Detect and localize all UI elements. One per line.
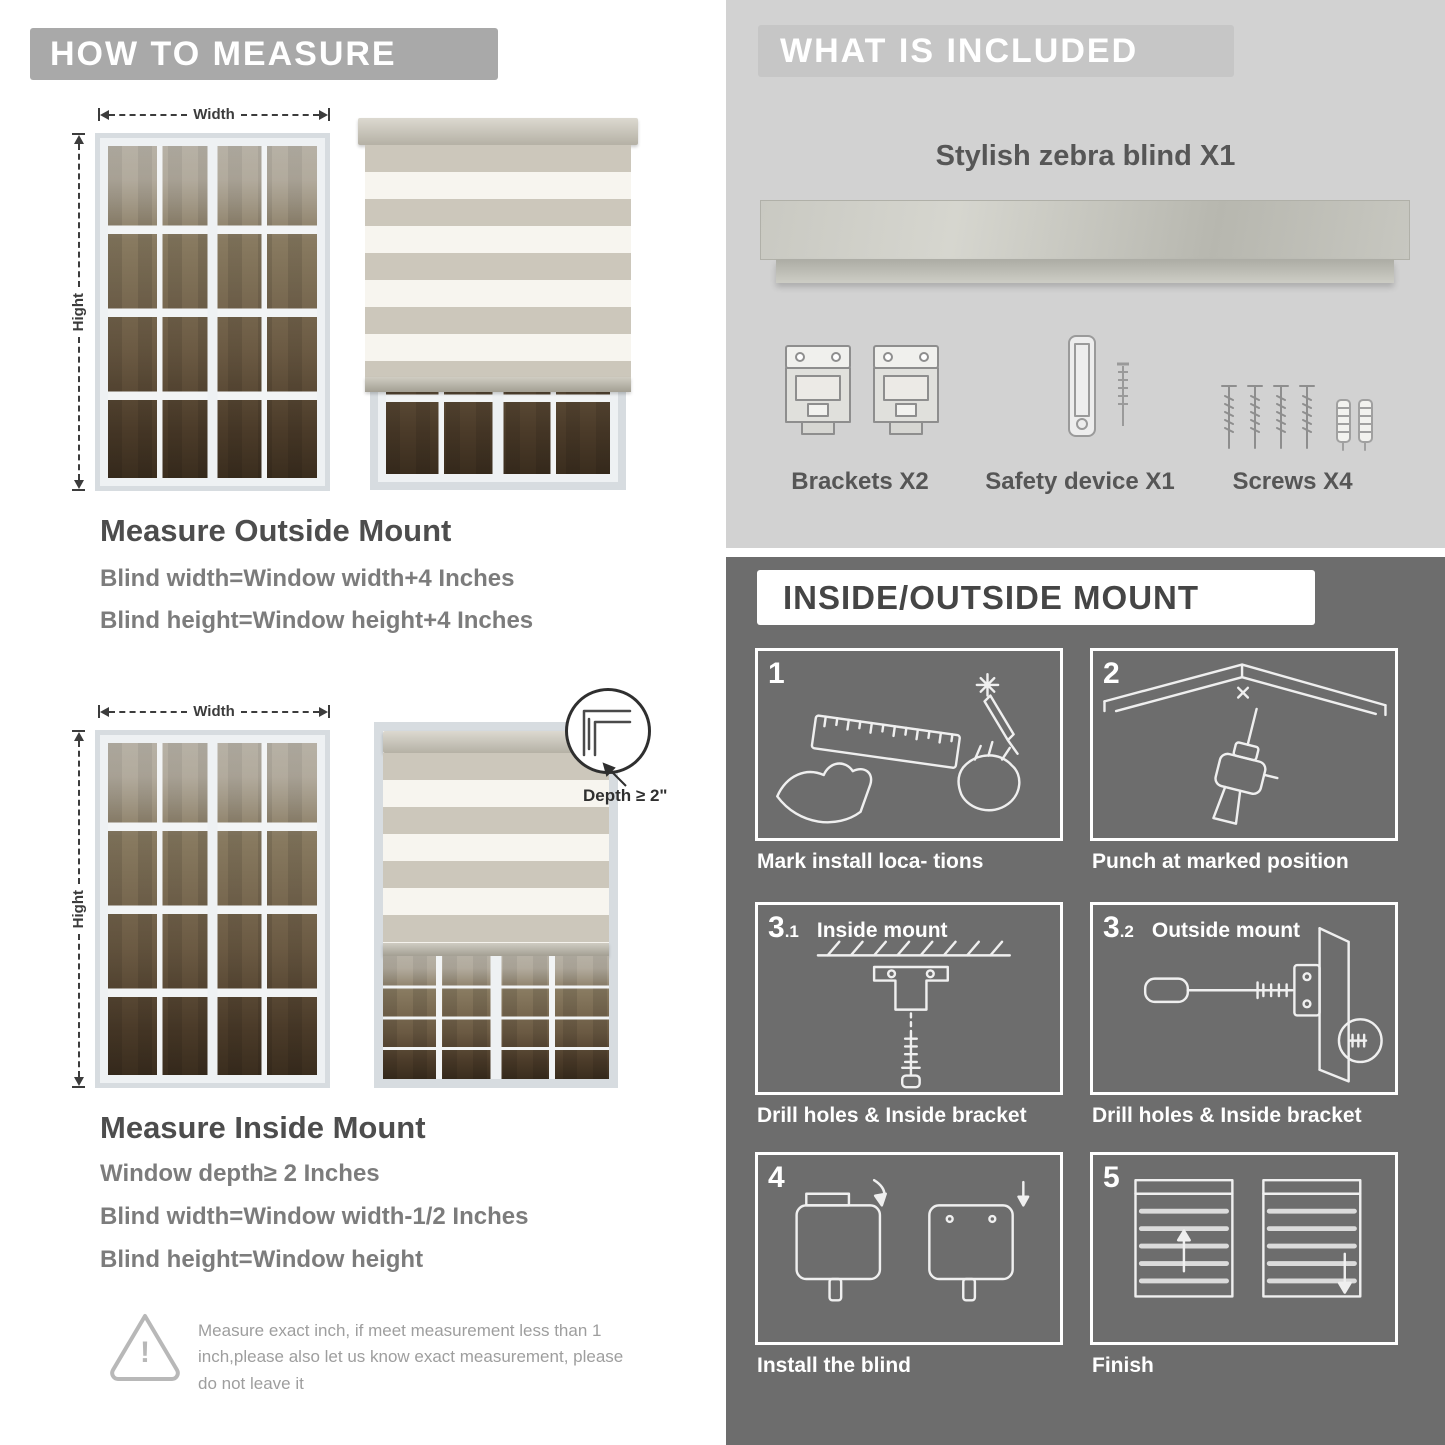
- step-panel-1: 1: [755, 648, 1063, 841]
- window-panes: [383, 956, 609, 1079]
- outside-formula-height: Blind height=Window height+4 Inches: [100, 607, 534, 634]
- brackets-label: Brackets X2: [791, 468, 929, 495]
- warning-text: Measure exact inch, if meet measurement …: [198, 1321, 624, 1393]
- zebra-blind-outside-figure: [358, 118, 638, 490]
- warning-triangle-icon: !: [106, 1310, 184, 1382]
- height-arrow-inside: Hight: [70, 730, 87, 1089]
- arrow-up-icon: [73, 135, 84, 144]
- safety-device-label: Safety device X1: [985, 468, 1175, 495]
- what-is-included-banner: WHAT IS INCLUDED: [758, 25, 1234, 77]
- outside-mount-label: Outside mount: [1151, 919, 1301, 942]
- width-label: Width: [193, 106, 235, 123]
- height-arrow-outside: Hight: [70, 133, 87, 492]
- zebra-blind-cassette-lip: [776, 260, 1394, 283]
- product-label: Stylish zebra blind X1: [935, 140, 1236, 172]
- blind-stripes: [383, 753, 609, 943]
- arrow-left-icon: [100, 109, 109, 120]
- arrow-left-icon: [100, 706, 109, 717]
- height-label: Hight: [70, 889, 87, 929]
- step-caption-4: Install the blind: [757, 1354, 912, 1377]
- inside-rule-depth: Window depth≥ 2 Inches: [100, 1160, 380, 1187]
- step-panel-3-2: 3.2 Outside mount: [1090, 902, 1398, 1095]
- step-panel-2: 2: [1090, 648, 1398, 841]
- step-number: 3.1 Inside mount: [768, 911, 948, 944]
- arrow-right-icon: [319, 109, 329, 120]
- window-photo-inside: [95, 730, 330, 1088]
- step-panel-4: 4: [755, 1152, 1063, 1345]
- step-caption-5: Finish: [1092, 1354, 1154, 1377]
- step-panel-5: 5: [1090, 1152, 1398, 1345]
- finish-illustration: [1134, 1178, 1362, 1298]
- mark-location-illustration: [776, 673, 1021, 824]
- arrow-down-icon: [73, 1077, 84, 1087]
- blind-stripes: [365, 145, 631, 377]
- screws-icon: [1221, 385, 1373, 451]
- zebra-blind-inside-figure: [374, 722, 618, 1088]
- outside-bracket-illustration: [1143, 927, 1383, 1083]
- inside-mount-label: Inside mount: [816, 919, 948, 942]
- step-number: 4: [768, 1161, 785, 1194]
- width-arrow-inside: Width: [98, 703, 331, 720]
- blind-bottom-rail: [365, 377, 631, 392]
- blind-bottom-rail: [383, 943, 609, 956]
- height-label: Hight: [70, 292, 87, 332]
- outside-formula-width: Blind width=Window width+4 Inches: [100, 565, 515, 592]
- inside-outside-mount-title: INSIDE/OUTSIDE MOUNT: [783, 578, 1200, 616]
- step-caption-2: Punch at marked position: [1092, 850, 1349, 873]
- step-number: 2: [1103, 657, 1120, 690]
- window-photo-outside: [95, 133, 330, 491]
- depth-pointer-arrow-icon: [602, 762, 627, 787]
- inside-bracket-illustration: [816, 940, 1011, 1089]
- inside-outside-mount-banner: INSIDE/OUTSIDE MOUNT: [757, 570, 1315, 625]
- outside-mount-title: Measure Outside Mount: [100, 513, 452, 548]
- how-to-measure-banner: HOW TO MEASURE: [30, 28, 498, 80]
- width-arrow-outside: Width: [98, 106, 331, 123]
- width-label: Width: [193, 703, 235, 720]
- install-blind-illustration: [795, 1178, 1030, 1302]
- step-caption-3-1: Drill holes & Inside bracket: [757, 1104, 1027, 1127]
- screws-label: Screws X4: [1232, 468, 1353, 495]
- step-panel-3-1: 3.1 Inside mount: [755, 902, 1063, 1095]
- inside-mount-title: Measure Inside Mount: [100, 1110, 426, 1145]
- window-panes: [108, 146, 317, 478]
- arrow-down-icon: [73, 480, 84, 490]
- arrow-right-icon: [319, 706, 329, 717]
- zebra-blind-cassette-illustration: [760, 200, 1410, 260]
- drill-illustration: [1103, 663, 1387, 825]
- arrow-up-icon: [73, 732, 84, 741]
- step-number: 5: [1103, 1161, 1120, 1194]
- frame-corner-detail-icon: [582, 709, 632, 757]
- blind-cassette: [383, 731, 609, 753]
- inside-rule-height: Blind height=Window height: [100, 1246, 424, 1273]
- window-panes: [108, 743, 317, 1075]
- depth-note: Depth ≥ 2": [583, 786, 668, 805]
- step-caption-1: Mark install loca- tions: [757, 850, 984, 873]
- step-caption-3-2: Drill holes & Inside bracket: [1092, 1104, 1362, 1127]
- step-number: 3.2 Outside mount: [1103, 911, 1301, 944]
- inside-rule-width: Blind width=Window width-1/2 Inches: [100, 1203, 529, 1230]
- exclamation-mark: !: [140, 1336, 150, 1369]
- brackets-icon: [785, 345, 939, 435]
- step-number: 1: [768, 657, 785, 690]
- what-is-included-title: WHAT IS INCLUDED: [780, 31, 1139, 70]
- safety-device-icon: [1068, 335, 1129, 437]
- blind-cassette: [358, 118, 638, 145]
- how-to-measure-title: HOW TO MEASURE: [50, 34, 397, 73]
